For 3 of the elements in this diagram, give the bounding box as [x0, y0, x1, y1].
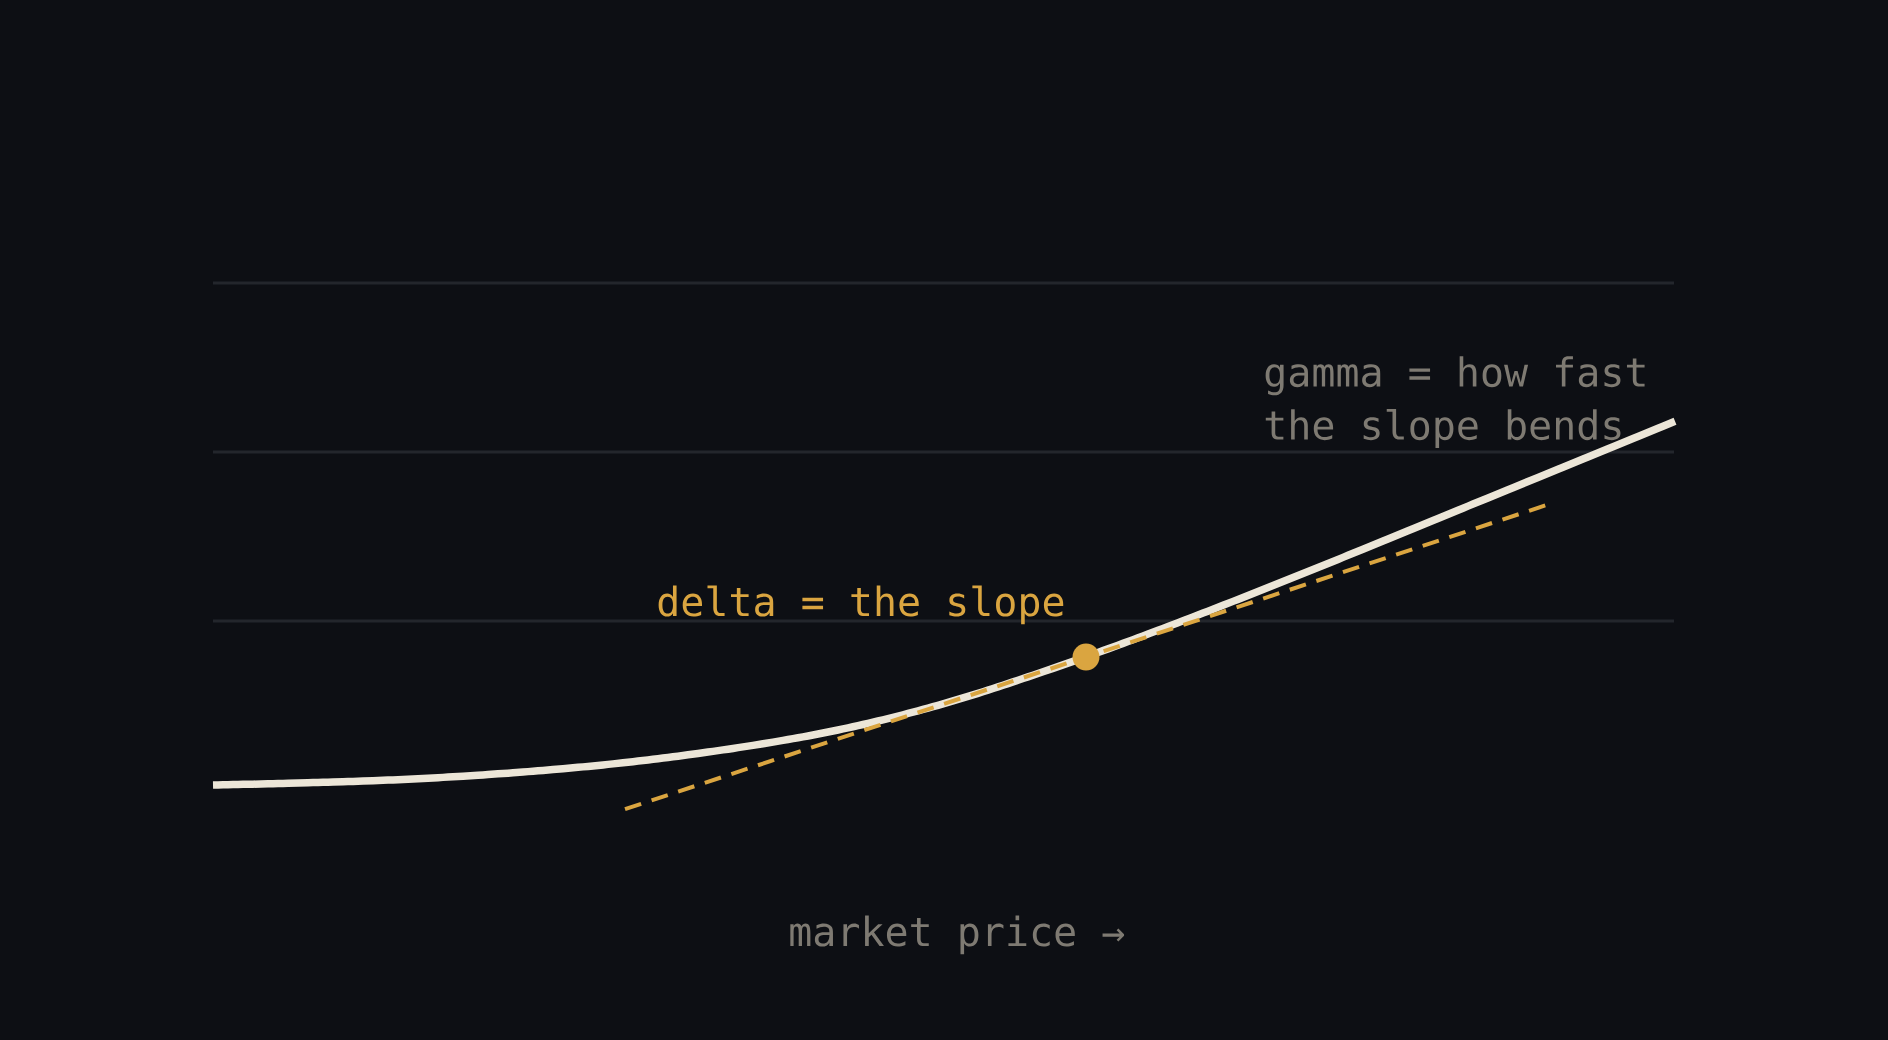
annotation-text: gamma = how fast the slope bends — [1265, 356, 1645, 448]
axis-label: market price → — [790, 915, 1125, 955]
annotation-text: delta = the slope — [658, 585, 1064, 625]
